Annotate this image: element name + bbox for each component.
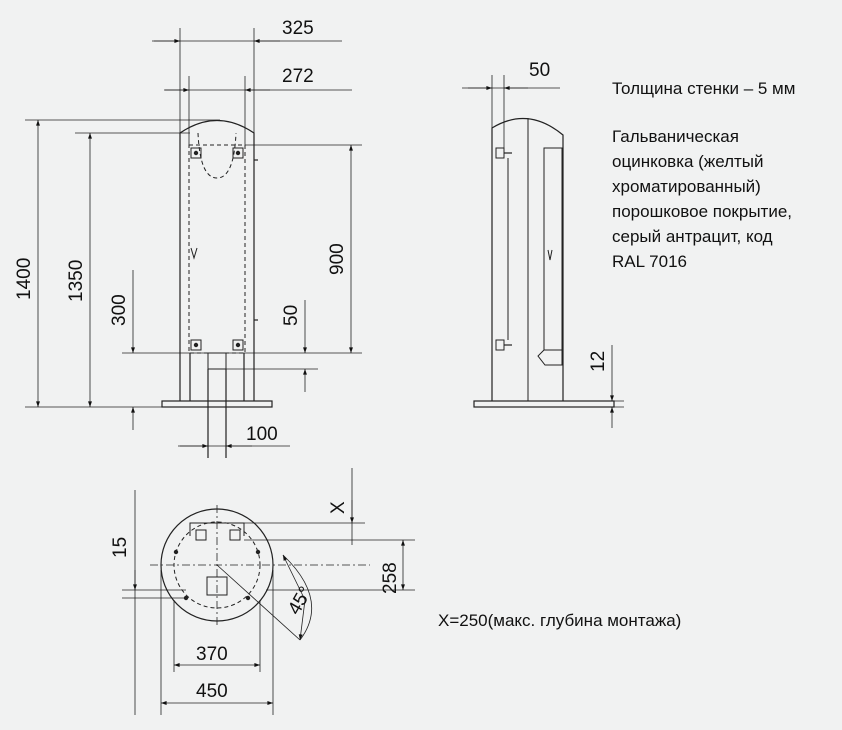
dim-side-offset: 12 — [588, 351, 609, 372]
dim-height-total: 1400 — [14, 258, 35, 300]
dim-height-base: 300 — [109, 294, 130, 326]
coating-line: хроматированный) — [612, 177, 761, 196]
dim-side-depth: 50 — [529, 60, 550, 81]
side-dimension-lines — [462, 75, 624, 428]
dim-height-foot: 50 — [281, 305, 302, 326]
front-view — [161, 119, 273, 458]
side-view — [473, 117, 615, 408]
dim-height-door: 900 — [327, 243, 348, 275]
wall-thickness-note: Толщина стенки – 5 мм — [612, 79, 796, 98]
dim-front-width-outer: 325 — [282, 18, 314, 39]
coating-line: оцинковка (желтый — [612, 152, 764, 171]
dim-plan-offset: 15 — [110, 537, 131, 558]
plan-dimension-lines — [122, 468, 415, 715]
coating-line: Гальваническая — [612, 127, 739, 146]
dim-plan-inner-width: 370 — [196, 644, 228, 665]
dim-pipe-width: 100 — [246, 424, 278, 445]
front-dimension-lines — [25, 28, 362, 448]
coating-line: серый антрацит, код — [612, 227, 773, 246]
dim-plan-outer-width: 450 — [196, 681, 228, 702]
dim-x-label: X — [328, 501, 349, 514]
dim-plan-depth: 258 — [380, 562, 401, 594]
dim-front-width-inner: 272 — [282, 66, 314, 87]
coating-line: RAL 7016 — [612, 252, 687, 271]
coating-line: порошковое покрытие, — [612, 202, 792, 221]
coating-note: Гальваническая оцинковка (желтый хромати… — [612, 124, 792, 274]
mounting-depth-note: X=250(макс. глубина монтажа) — [438, 611, 682, 630]
dimension-labels: 325 272 50 1400 1350 300 900 50 100 12 X… — [14, 18, 609, 702]
dim-height-body: 1350 — [66, 260, 87, 302]
